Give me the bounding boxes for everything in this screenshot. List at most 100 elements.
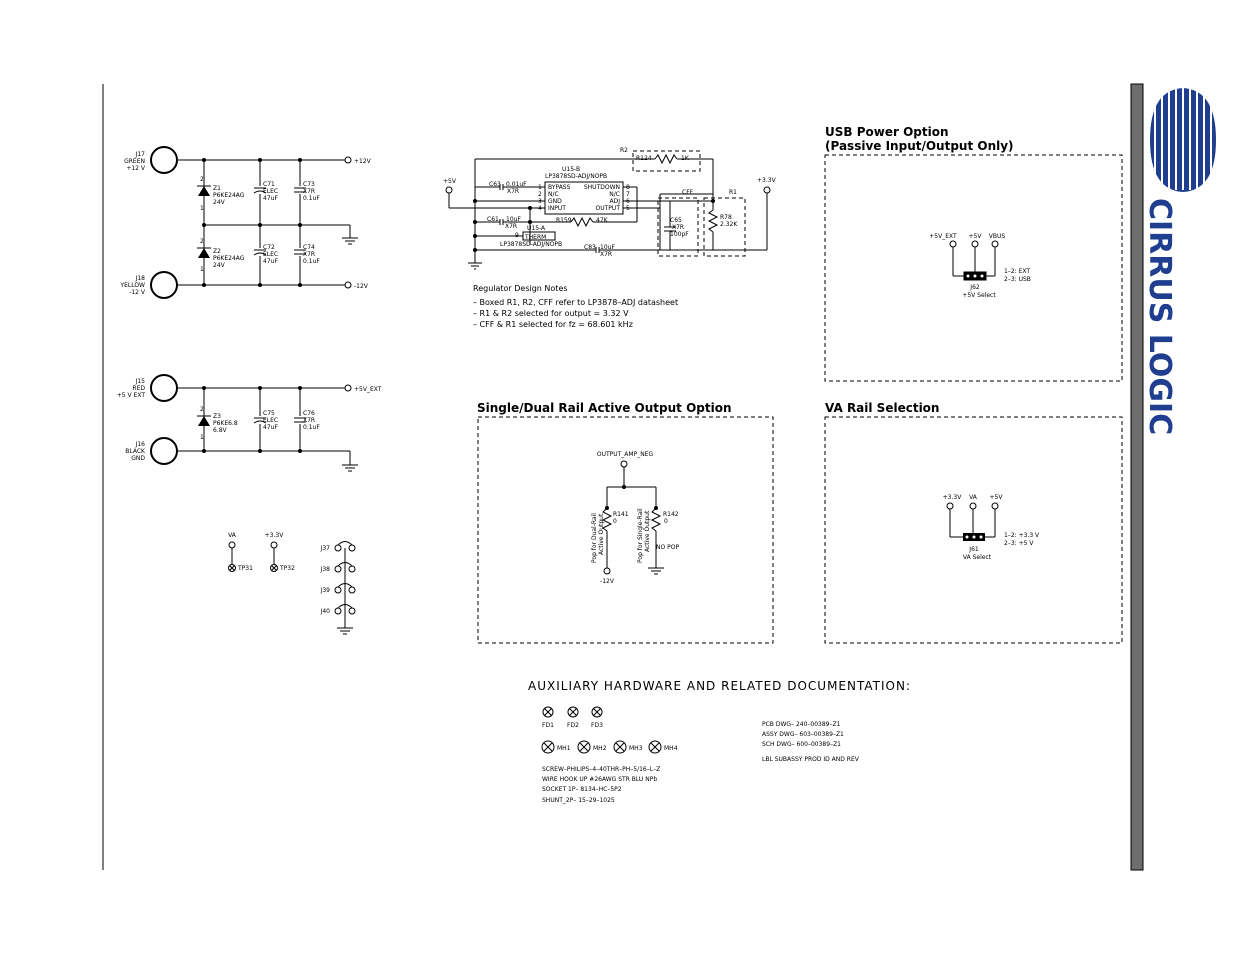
c75-type: ELEC: [263, 417, 278, 424]
regulator-notes: Regulator Design Notes – Boxed R1, R2, C…: [473, 284, 678, 329]
j17-ref: J17: [135, 151, 146, 158]
svg-text:7: 7: [626, 191, 630, 198]
r1-label: R1: [729, 189, 737, 196]
title-strip: [1130, 83, 1144, 871]
svg-text:1: 1: [200, 434, 204, 441]
r78-ref: R78: [720, 214, 732, 221]
fiducial-fd1: FD1: [542, 722, 554, 729]
j15-voltage: +5 V EXT: [117, 392, 146, 399]
pin-output: OUTPUT: [596, 205, 621, 212]
banana-jack-j16: [150, 437, 178, 465]
note-dual-2: Active Output: [598, 513, 605, 555]
net-m12: -12V: [354, 283, 369, 290]
r159-ref: R159: [556, 217, 572, 224]
va-legend-1: 1–2: +3.3 V: [1004, 532, 1040, 539]
c76-value: 0.1uF: [303, 424, 320, 431]
pin-nc-right: N/C: [609, 191, 620, 198]
doc-line-1: PCB DWG– 240–00389–Z1: [762, 721, 841, 728]
svg-text:1: 1: [200, 266, 204, 273]
net-5v-reg: +5V: [443, 178, 457, 185]
usb-caption: +5V Select: [962, 292, 996, 299]
svg-text:1: 1: [200, 205, 204, 212]
aux-hardware-section: AUXILIARY HARDWARE AND RELATED DOCUMENTA…: [528, 679, 910, 804]
note-single-1: Pop for Single-Rail: [637, 508, 644, 563]
r141-value: 0: [613, 518, 617, 525]
c76-type: X7R: [303, 417, 315, 424]
u15a-part: LP3878SD-ADJ/NOPB: [500, 241, 562, 248]
active-output-box: [477, 416, 774, 644]
c75-value: 47uF: [263, 424, 278, 431]
u15b-ref: U15-B: [562, 166, 580, 173]
z3-part: P6KE6.8: [213, 420, 238, 427]
net-m12-active: -12V: [600, 578, 615, 585]
cirrus-logo: CIRRUS LOGIC: [1142, 88, 1216, 435]
bom-line-2: WIRE HOOK UP #26AWG STR BLU NPb: [542, 776, 657, 783]
j16-color: BLACK: [125, 448, 146, 455]
r1-box: [703, 197, 746, 257]
doc-line-3: SCH DWG– 600–00389–Z1: [762, 741, 841, 748]
c72-ref: C72: [263, 244, 275, 251]
c73-type: X7R: [303, 188, 315, 195]
va-pin-va: VA: [969, 494, 978, 501]
net-p12: +12V: [354, 158, 372, 165]
c61-ref: C61: [487, 216, 499, 223]
c74-ref: C74: [303, 244, 315, 251]
va-pin-33: +3.3V: [943, 494, 963, 501]
bom-line-3: SOCKET 1P– 8134–HC–5P2: [542, 786, 622, 793]
c65-value: 100pF: [670, 231, 689, 238]
r142-value: 0: [664, 518, 668, 525]
z3-ref: Z3: [213, 413, 221, 420]
jumper-j37: J37: [320, 545, 331, 552]
j15-ref: J15: [135, 378, 146, 385]
va-rail-box: [824, 416, 1123, 644]
notes-line-2: – R1 & R2 selected for output = 3.32 V: [473, 309, 629, 318]
r141-ref: R141: [613, 511, 629, 518]
gnd-jumper-stack: J37 J38 J39 J40: [320, 541, 356, 615]
note-dual-1: Pop for Dual-Rail: [591, 513, 598, 563]
z1-value: 24V: [213, 199, 226, 206]
jumper-j38: J38: [320, 566, 331, 573]
c71-value: 47uF: [263, 195, 278, 202]
va-jumper-ref: J61: [968, 546, 979, 553]
j18-color: YELLOW: [119, 282, 145, 289]
c61-type: X7R: [505, 223, 517, 230]
cff-label: CFF: [682, 189, 694, 196]
usb-title-2: (Passive Input/Output Only): [825, 139, 1014, 153]
pin-adj: ADJ: [610, 198, 621, 205]
c73-value: 0.1uF: [303, 195, 320, 202]
jumper-j40: J40: [320, 608, 331, 615]
va-legend-2: 2–3: +5 V: [1004, 540, 1034, 547]
u15a-pad: THERM: [524, 234, 546, 241]
c83-type: X7R: [600, 251, 612, 258]
mount-hole-mh4: MH4: [664, 745, 678, 752]
net-5v-ext: +5V_EXT: [354, 386, 382, 393]
usb-legend-2: 2–3: USB: [1004, 276, 1031, 283]
c61-value: 10uF: [506, 216, 521, 223]
usb-legend-1: 1–2: EXT: [1004, 268, 1030, 275]
u15a-ref: U15-A: [527, 225, 546, 232]
fiducial-fd2: FD2: [567, 722, 579, 729]
r2-label: R2: [620, 147, 628, 154]
logo-stripes: [1150, 88, 1216, 192]
z2-value: 24V: [213, 262, 226, 269]
c63-value: 0.01uF: [506, 181, 527, 188]
mount-hole-mh2: MH2: [593, 745, 607, 752]
tp32-label: TP32: [279, 565, 295, 572]
z2-part: P6KE24AG: [213, 255, 245, 262]
tp-va-label: VA: [228, 532, 237, 539]
u15b-ic-body: [544, 181, 624, 215]
tp31-label: TP31: [237, 565, 253, 572]
banana-jack-j17: [150, 146, 178, 174]
pin-nc-left: N/C: [548, 191, 559, 198]
tp-33-label: +3.3V: [265, 532, 285, 539]
va-rail-title: VA Rail Selection: [825, 401, 939, 415]
doc-line-2: ASSY DWG– 603–00389–Z1: [762, 731, 844, 738]
svg-text:2: 2: [200, 238, 204, 245]
j17-color: GREEN: [124, 158, 145, 165]
usb-box: [824, 154, 1123, 382]
va-caption: VA Select: [963, 554, 992, 561]
c74-value: 0.1uF: [303, 258, 320, 265]
c72-type: ELEC: [263, 251, 278, 258]
r142-nopop: NO POP: [656, 544, 679, 551]
